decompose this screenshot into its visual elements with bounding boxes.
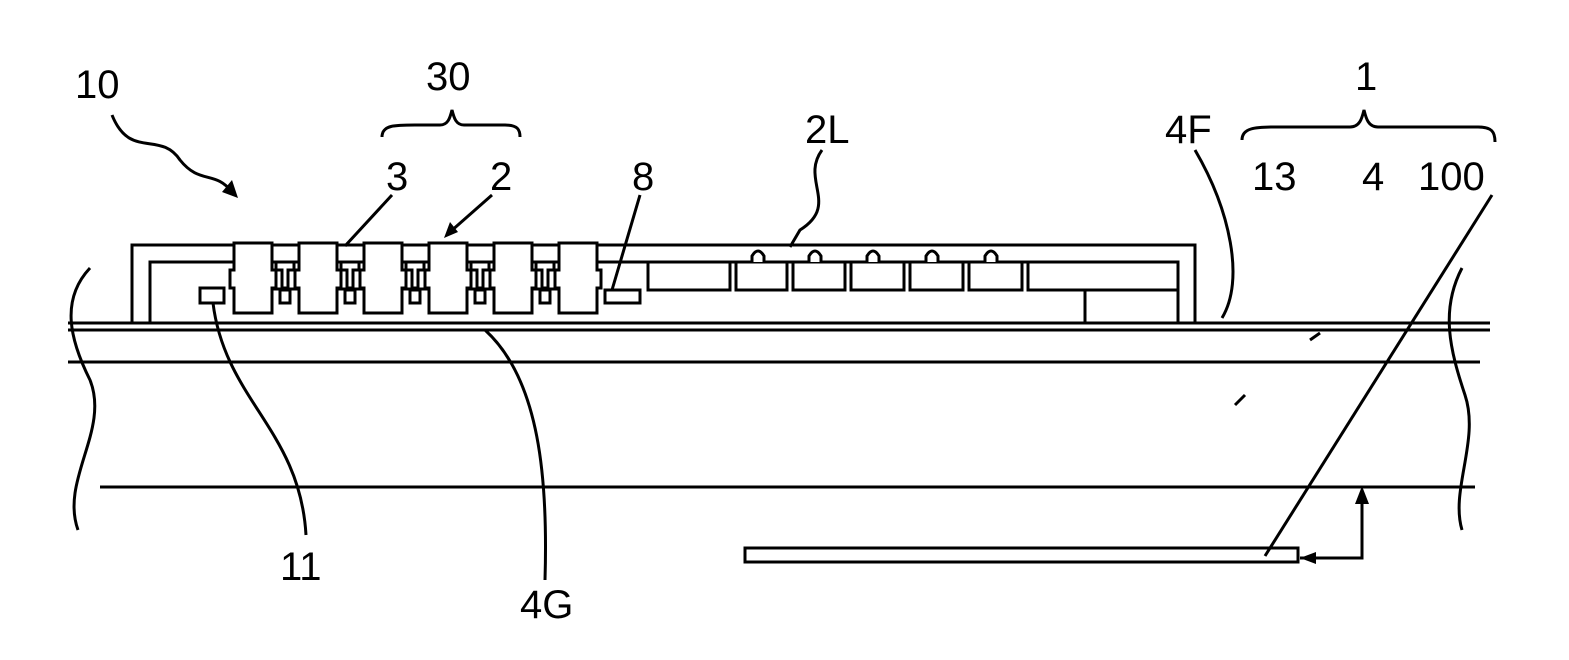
label-4F: 4F [1165, 108, 1212, 152]
led-cell [646, 260, 732, 292]
substrate [68, 266, 1490, 531]
label-4: 4 [1362, 155, 1384, 199]
connector-t [469, 260, 491, 290]
module-block [488, 241, 538, 315]
label-4G: 4G [520, 583, 573, 627]
pad [408, 288, 422, 305]
label-1: 1 [1355, 55, 1377, 99]
led-cell [1026, 262, 1178, 292]
led-cell [734, 260, 789, 292]
module-block [423, 241, 473, 315]
brace-1 [1240, 109, 1497, 143]
label-13: 13 [1252, 155, 1297, 199]
led-cell [849, 260, 906, 292]
connector-t [534, 260, 556, 290]
pad [278, 288, 292, 305]
pad [343, 288, 357, 305]
led-bump [924, 249, 940, 262]
label-11: 11 [280, 545, 322, 589]
label-8: 8 [632, 155, 654, 199]
element-8 [603, 288, 642, 305]
housing-frame [130, 243, 1197, 323]
connector-t [274, 260, 296, 290]
led-cell [908, 260, 965, 292]
label-3: 3 [386, 155, 408, 199]
led-bump [750, 249, 766, 262]
leader-lines [110, 114, 1494, 581]
led-cell [791, 260, 847, 292]
movement-arrow [1300, 486, 1369, 564]
label-2: 2 [490, 155, 512, 199]
plate-100 [743, 546, 1300, 564]
led-cell [967, 260, 1024, 292]
led-bump [807, 249, 823, 262]
led-row-2L [646, 249, 1178, 292]
module-block [293, 241, 343, 315]
module-group-30 [228, 241, 603, 315]
brace-30 [380, 109, 522, 138]
left-break-line [69, 266, 97, 531]
pad [473, 288, 487, 305]
module-block [553, 241, 603, 315]
right-break-line [1447, 267, 1471, 531]
element-11 [198, 286, 226, 305]
arrow-left-head [1300, 552, 1316, 564]
label-30: 30 [426, 55, 471, 99]
label-10: 10 [75, 63, 120, 107]
label-100: 100 [1418, 155, 1485, 199]
led-bump [865, 249, 881, 262]
pad [538, 288, 552, 305]
module-block [358, 241, 408, 315]
label-2L: 2L [805, 108, 850, 152]
connector-t [339, 260, 361, 290]
connector-t [404, 260, 426, 290]
module-block [228, 241, 278, 315]
arrow-up-head [1355, 486, 1369, 504]
led-bump [983, 249, 999, 262]
